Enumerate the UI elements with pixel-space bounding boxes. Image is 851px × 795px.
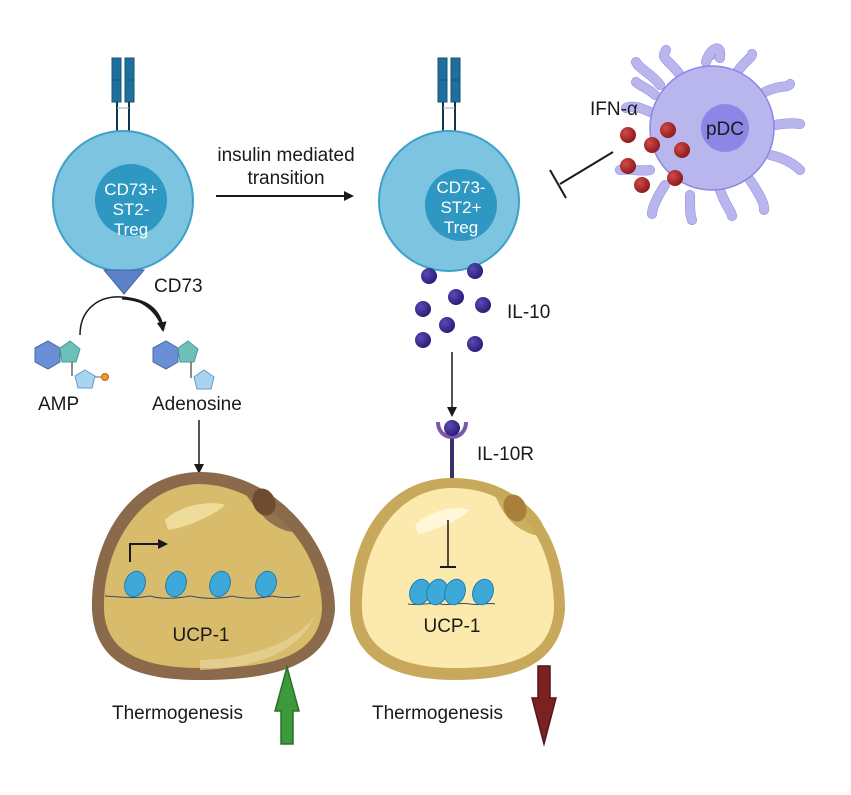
pdc-nucleus [701, 104, 749, 152]
cd73-enzyme-icon [102, 269, 146, 295]
right-thermogenesis-label: Thermogenesis [372, 703, 503, 724]
transcription-arrowhead [158, 539, 168, 549]
nucleosome-icon [255, 570, 277, 598]
tcr-receptor-icon [111, 57, 135, 142]
ifn-inhibition-bar [549, 169, 567, 199]
transcription-start-arrow [129, 543, 160, 562]
conversion-arrow-head [121, 296, 167, 332]
ifn-alpha-cytokines [620, 122, 690, 193]
dna-strand [104, 595, 301, 599]
left-treg-label-1: CD73+ [104, 180, 157, 199]
left-treg-label-2: ST2- [113, 200, 150, 219]
ifn-alpha-label: IFN-α [590, 99, 638, 120]
nucleosome-icon [209, 570, 231, 598]
right-treg-label-1: CD73- [436, 178, 485, 197]
adenosine-molecule-icon [152, 340, 215, 390]
transition-label-2: transition [247, 168, 324, 189]
treg-nucleus [95, 164, 167, 236]
thermogenesis-up-arrow-icon [274, 664, 300, 745]
ifn-inhibition-line [559, 151, 614, 185]
il10r-label: IL-10R [477, 444, 534, 465]
amp-molecule-icon [34, 340, 109, 389]
treg-nucleus [425, 169, 497, 241]
left-treg-label-3: Treg [114, 220, 148, 239]
right-treg-label-3: Treg [444, 218, 478, 237]
tcr-receptor-icon [437, 57, 461, 142]
adenosine-label: Adenosine [152, 394, 242, 415]
adipocyte-nucleus [503, 494, 527, 522]
transition-label-1: insulin mediated [217, 145, 354, 166]
pdc-label: pDC [706, 119, 744, 140]
il10-label: IL-10 [507, 302, 550, 323]
conversion-arrow-thin [79, 296, 164, 336]
adipocyte-nucleus [252, 488, 276, 516]
nucleosome-icon [444, 578, 466, 606]
right-treg-cell: CD73- ST2+ Treg [378, 57, 520, 272]
pdc-cell: pDC [615, 43, 805, 225]
il10-cytokines [415, 263, 491, 352]
nucleosome-icon [124, 570, 146, 598]
right-treg-label-2: ST2+ [440, 198, 481, 217]
left-thermogenesis-label: Thermogenesis [112, 703, 243, 724]
right-ucp1-label: UCP-1 [423, 616, 480, 637]
left-treg-cell: CD73+ ST2- Treg [52, 57, 194, 272]
cd73-label: CD73 [154, 276, 203, 297]
left-ucp1-label: UCP-1 [172, 625, 229, 646]
thermogenesis-down-arrow-icon [531, 665, 557, 747]
nucleosome-icon [472, 578, 494, 606]
il10-receptor-icon [436, 420, 468, 480]
amp-label: AMP [38, 394, 79, 415]
nucleosome-icon [165, 570, 187, 598]
